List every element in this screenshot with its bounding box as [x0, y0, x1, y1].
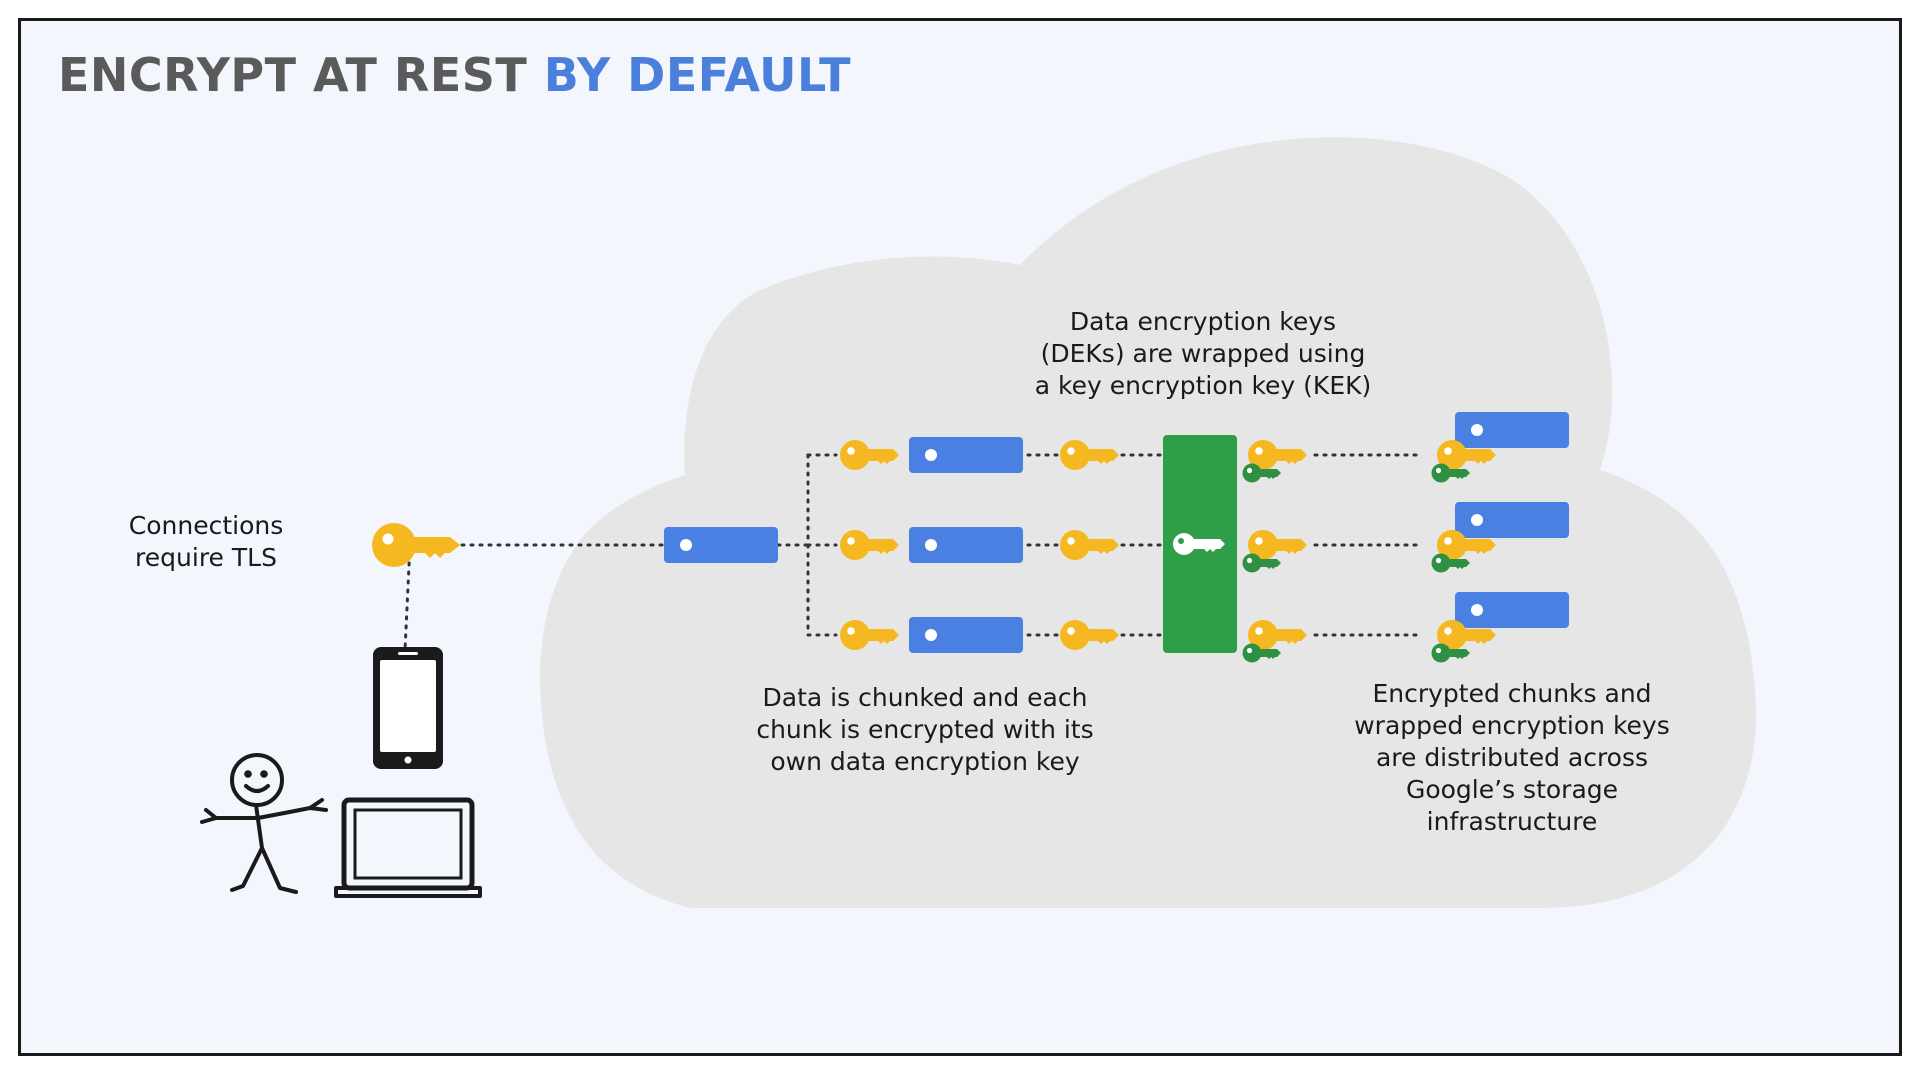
- label-chunking-line: own data encryption key: [770, 747, 1080, 776]
- label-dek-wrap: Data encryption keys (DEKs) are wrapped …: [1000, 306, 1406, 402]
- label-tls-line: require TLS: [135, 543, 277, 572]
- data-chunk-block: [909, 617, 1023, 653]
- label-distribution: Encrypted chunks and wrapped encryption …: [1320, 678, 1704, 838]
- label-distribution-line: Google’s storage: [1405, 775, 1619, 804]
- label-distribution-line: wrapped encryption keys: [1354, 711, 1670, 740]
- laptop-icon: [334, 797, 482, 898]
- label-tls: Connections require TLS: [88, 510, 324, 574]
- data-chunk-block: [909, 437, 1023, 473]
- label-dek-wrap-line: (DEKs) are wrapped using: [1040, 339, 1366, 368]
- page-title: ENCRYPT AT REST BY DEFAULT: [58, 48, 851, 102]
- data-chunk-block: [909, 527, 1023, 563]
- stored-chunk-block: [1455, 412, 1569, 448]
- label-dek-wrap-line: Data encryption keys: [1069, 307, 1337, 336]
- smartphone-icon: [373, 647, 443, 769]
- stored-chunk-block: [1455, 592, 1569, 628]
- label-chunking-line: chunk is encrypted with its: [756, 715, 1094, 744]
- tls-key-icon: [372, 523, 460, 567]
- label-dek-wrap-line: a key encryption key (KEK): [1034, 371, 1372, 400]
- label-distribution-line: infrastructure: [1426, 807, 1598, 836]
- kek-box: [1163, 435, 1237, 653]
- title-part-1: ENCRYPT AT REST: [58, 48, 544, 102]
- data-block-original: [664, 527, 778, 563]
- stored-chunk-block: [1455, 502, 1569, 538]
- stick-figure-icon: [200, 753, 328, 894]
- label-distribution-line: are distributed across: [1375, 743, 1649, 772]
- label-chunking-line: Data is chunked and each: [762, 683, 1088, 712]
- label-distribution-line: Encrypted chunks and: [1372, 679, 1652, 708]
- label-tls-line: Connections: [128, 511, 284, 540]
- dotted-connectors: [403, 453, 1424, 652]
- title-part-2: BY DEFAULT: [543, 48, 852, 102]
- cloud-shape: [540, 137, 1756, 908]
- label-chunking: Data is chunked and each chunk is encryp…: [730, 682, 1120, 778]
